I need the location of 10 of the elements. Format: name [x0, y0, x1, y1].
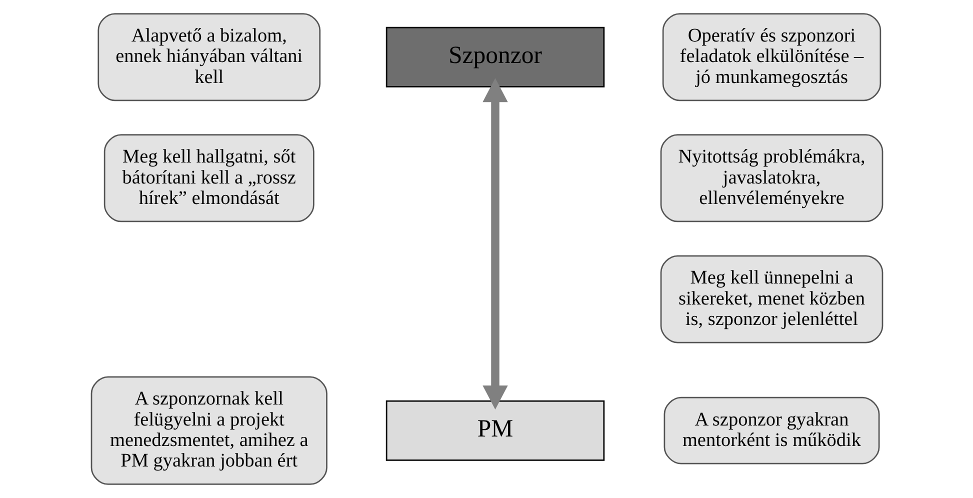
node-box: Alapvető a bizalom, ennek hiányában váltani kell [97, 13, 320, 102]
node-box: PM [385, 400, 604, 461]
node-box: A szponzor gyakran mentorként is működik [663, 396, 880, 464]
node-box: A szponzornak kell felügyelni a projekt menedzsmentet, amihez a PM gyakran jobban ért [90, 376, 327, 485]
node-box: Operatív és szponzori feladatok elkülönítése – jó munkamegosztás [662, 13, 881, 102]
node-box: Meg kell ünnepelni a sikereket, menet közben is, szponzor jelenléttel [660, 255, 883, 344]
node-box: Szponzor [385, 26, 604, 88]
node-box: Meg kell hallgatni, sőt bátorítani kell a „rossz hírek” elmondását [103, 134, 314, 222]
node-box: Nyitottság problémákra, javaslatokra, ellenvéleményekre [660, 134, 883, 222]
arrow [482, 78, 508, 410]
